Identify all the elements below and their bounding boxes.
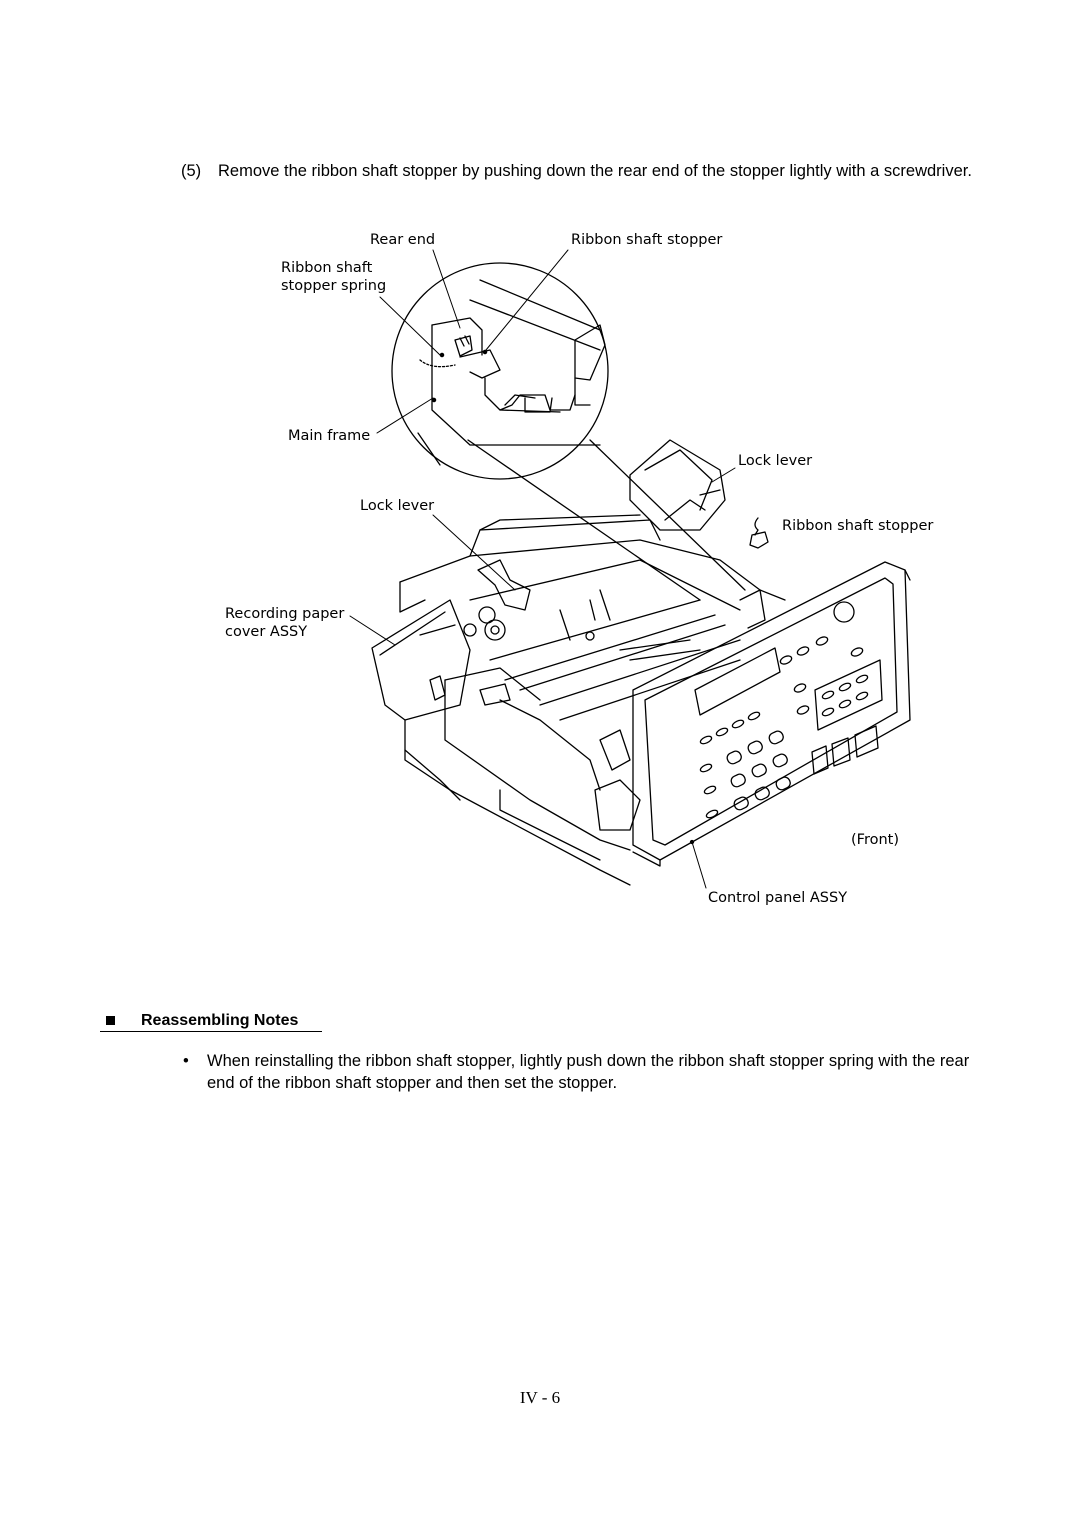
page-number: IV - 6	[519, 1388, 561, 1407]
heading-underline	[100, 1031, 322, 1032]
note-text: When reinstalling the ribbon shaft stopp…	[207, 1052, 970, 1092]
label-main-frame: Main frame	[288, 428, 371, 444]
label-ribbon-shaft-stopper-spring: Ribbon shaft stopper spring	[281, 260, 387, 294]
step-number: (5)	[181, 162, 202, 180]
label-control-panel: Control panel ASSY	[708, 890, 848, 906]
label-rear-end: Rear end	[370, 232, 436, 248]
disassembly-figure: Rear end Ribbon shaft stopper Ribbon sha…	[0, 220, 1080, 920]
step-text: Remove the ribbon shaft stopper by pushi…	[218, 162, 972, 180]
callout-leaders	[349, 249, 736, 889]
heading-text: Reassembling Notes	[141, 1012, 299, 1029]
stopper-part-drawing	[749, 517, 769, 549]
label-recording-paper-cover: Recording paper cover ASSY	[225, 606, 345, 640]
label-lock-lever-right: Lock lever	[738, 453, 813, 469]
square-bullet-icon	[106, 1015, 115, 1025]
label-ribbon-shaft-stopper-right: Ribbon shaft stopper	[782, 518, 934, 534]
detail-magnifier	[391, 262, 746, 601]
fax-body	[371, 439, 786, 886]
label-ribbon-shaft-stopper-top: Ribbon shaft stopper	[571, 232, 723, 248]
label-front: (Front)	[851, 832, 899, 848]
control-panel-drawing	[632, 561, 911, 867]
reassembling-notes-heading: Reassembling Notes	[100, 1011, 322, 1032]
label-lock-lever-left: Lock lever	[360, 498, 435, 514]
bullet-icon: •	[183, 1052, 189, 1070]
fax-machine-illustration	[349, 249, 911, 889]
